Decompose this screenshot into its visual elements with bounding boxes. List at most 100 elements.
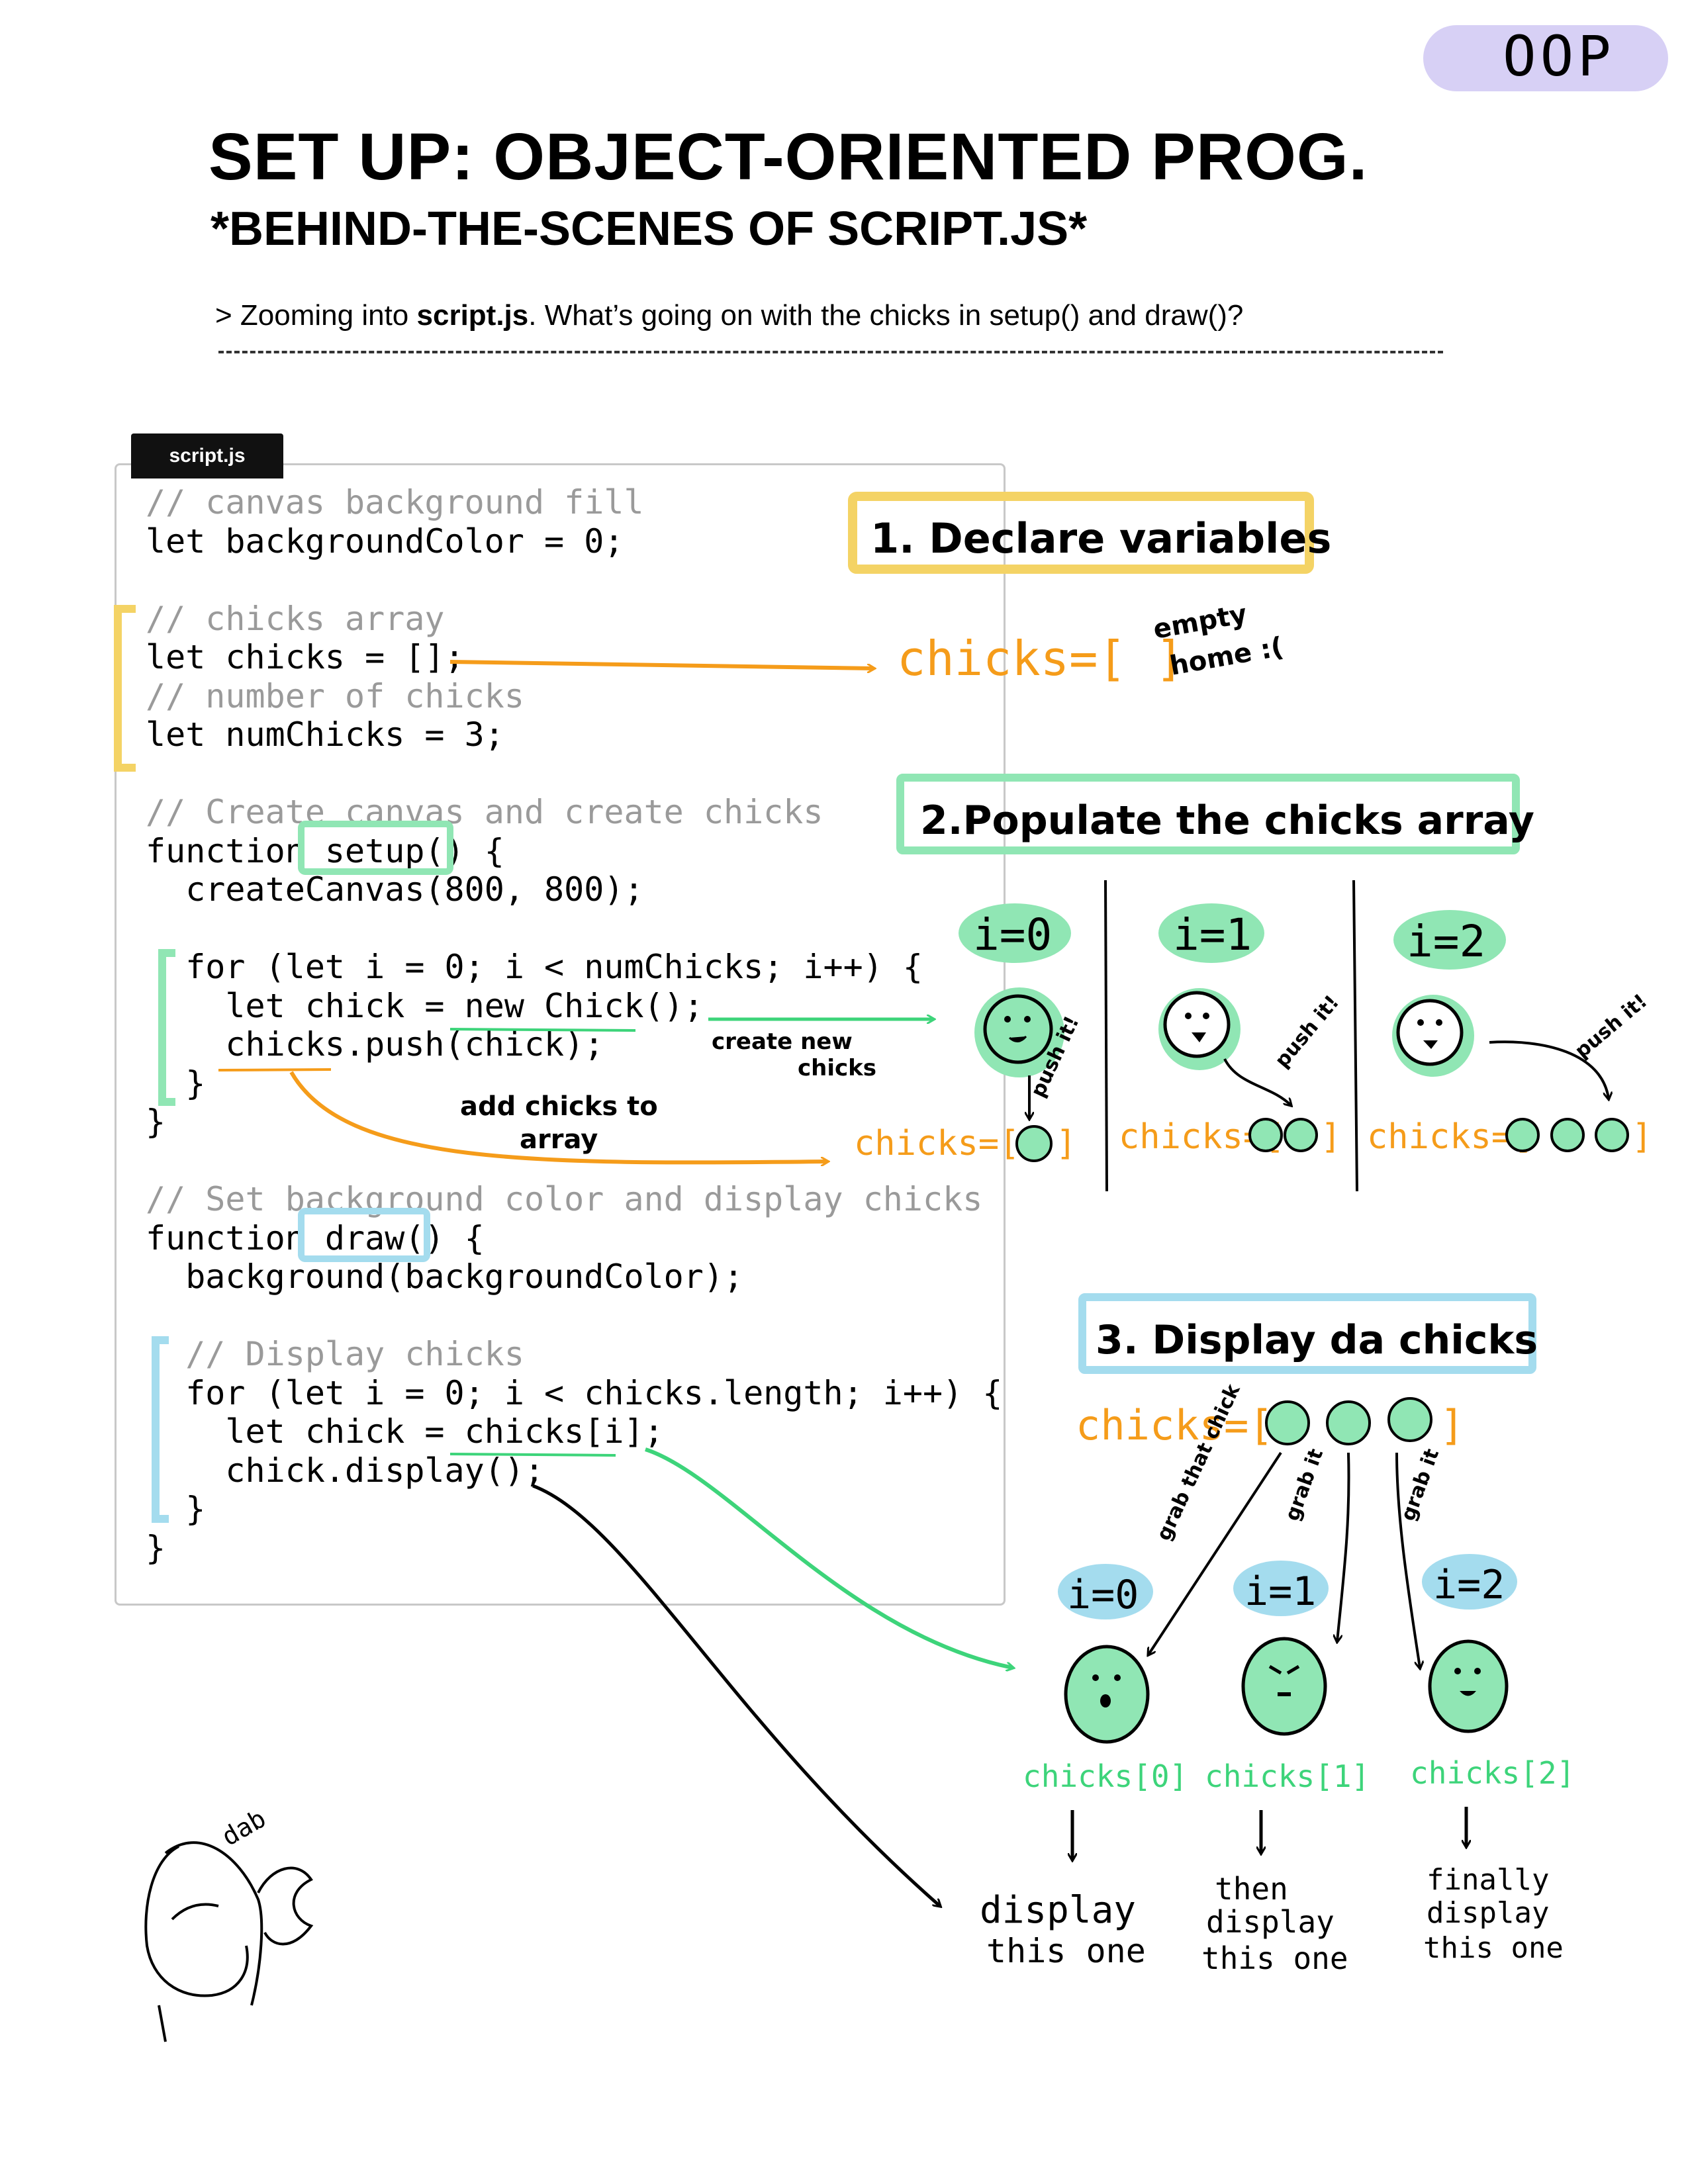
step2-chick-eye-r-2 (1436, 1019, 1442, 1026)
step2-chick-1 (1158, 988, 1241, 1070)
step2-array-label-2: chicks=[ (1367, 1117, 1532, 1157)
create-note-line2: chicks (798, 1055, 876, 1081)
push-note-1: push it! (1270, 991, 1344, 1072)
step2-chick-2 (1392, 995, 1474, 1077)
add-note-line2: array (520, 1124, 598, 1155)
code-line: createCanvas(800, 800); (146, 870, 644, 909)
badge-label: OOP (1503, 24, 1615, 89)
push-arrow-1 (1223, 1058, 1291, 1105)
code-line: let chick = chicks[i]; (146, 1412, 664, 1451)
arrow-chicks-i (645, 1447, 1013, 1668)
topic-badge: OOP (1423, 12, 1675, 98)
code-comment-line: // number of chicks (146, 676, 524, 715)
variables-bracket (114, 605, 136, 772)
step3-iter-bubble-2 (1422, 1554, 1517, 1610)
step2-array-chick-2b (1550, 1118, 1585, 1152)
step2-array-close-1: ] (1321, 1117, 1341, 1157)
dashed-divider (218, 351, 1443, 353)
page-title: SET UP: OBJECT-ORIENTED PROG. (209, 120, 1368, 194)
step2-divider-2 (1352, 880, 1358, 1192)
step3-element-label-0: chicks[0] (1023, 1758, 1188, 1794)
step3-array-chick-0 (1265, 1400, 1310, 1445)
step3-iter-label-2: i=2 (1433, 1562, 1505, 1608)
chicks-push-underline (218, 1068, 332, 1071)
file-tab: script.js (131, 433, 283, 478)
step3-box (1078, 1293, 1536, 1374)
step3-column-2: i=2 chicks[2] finally display this one (1410, 1554, 1575, 1965)
code-line: } (146, 1490, 206, 1528)
step2-chick-eye-r-0 (1024, 1016, 1031, 1023)
step3-element-label-2: chicks[2] (1410, 1755, 1575, 1791)
step3-chicks-label: chicks=[ (1076, 1401, 1274, 1449)
step3-heading: 3. Display da chicks (1096, 1317, 1538, 1363)
step2-iter-label-0: i=0 (973, 909, 1052, 960)
badge-highlight (1423, 25, 1668, 91)
push-arrow-2 (1489, 1040, 1609, 1099)
doodle-arm-2 (257, 1866, 314, 1946)
step3-iter-label-0: i=0 (1067, 1572, 1139, 1618)
step3-array-chick-2 (1387, 1397, 1432, 1442)
step3-column-0: i=0 chicks[0] display this one (980, 1564, 1188, 1970)
step3-chick-1 (1241, 1637, 1327, 1736)
step3-chick-eye-l-2 (1454, 1668, 1461, 1674)
step2-chick-eye-l-0 (1004, 1016, 1011, 1023)
grab-arrow-2 (1395, 1452, 1420, 1668)
step2-iter-0: i=0 (959, 903, 1071, 963)
intro-text: > Zooming into script.js. What’s going o… (215, 299, 1243, 332)
step3-chick-eye-r-2 (1474, 1668, 1481, 1674)
grab-note-1: grab it (1281, 1446, 1329, 1524)
intro-suffix: . What’s going on with the chicks in set… (528, 299, 1244, 332)
code-line: function setup() { (146, 831, 504, 870)
step2-array-chick-2a (1505, 1118, 1540, 1152)
setup-loop-bracket (158, 949, 175, 1106)
step2-chick-eye-l-2 (1417, 1019, 1424, 1026)
code-line: let chicks = []; (146, 638, 465, 676)
step3-chick-brows-1 (1268, 1664, 1300, 1675)
step1-box (848, 492, 1314, 574)
step3-array-close: ] (1440, 1401, 1464, 1449)
step2-chick-mouth-2 (1423, 1040, 1438, 1049)
step2-chick-face-2 (1396, 999, 1464, 1066)
step3-array-chick-1 (1326, 1400, 1371, 1445)
intro-file: script.js (416, 299, 529, 332)
display-note-0-line2: this one (986, 1932, 1146, 1970)
code-comment-line: // chicks array (146, 599, 445, 638)
code-line: let numChicks = 3; (146, 715, 504, 754)
step3-element-label-1: chicks[1] (1205, 1758, 1370, 1794)
doodle-arm-1 (164, 1841, 263, 2006)
step2-iter-bubble-2 (1393, 910, 1506, 970)
step3-column-1: i=1 chicks[1] then display this one (1201, 1561, 1370, 1976)
code-line: let backgroundColor = 0; (146, 522, 624, 561)
step2-array-close-2: ] (1632, 1117, 1652, 1157)
code-line: background(backgroundColor); (146, 1257, 744, 1296)
step1-chicks-label: chicks=[ ] (897, 631, 1184, 686)
step3-chick-eye-r-0 (1114, 1674, 1121, 1681)
step2-chick-face-1 (1163, 991, 1231, 1058)
step2-iter-label-1: i=1 (1173, 909, 1252, 960)
step2-iter-2: i=2 (1393, 910, 1506, 970)
grab-arrow-1 (1337, 1452, 1350, 1641)
push-note-2: push it! (1571, 989, 1652, 1063)
step2-chick-face-0 (983, 994, 1053, 1064)
doodle-face (171, 1903, 219, 1921)
code-line: chick.display(); (146, 1451, 545, 1490)
setup-highlight (298, 821, 453, 875)
step2-chick-eye-l-1 (1185, 1013, 1192, 1019)
doodle-note: dab (217, 1803, 271, 1851)
display-note-0-line1: display (980, 1889, 1136, 1932)
draw-loop-bracket (152, 1336, 169, 1523)
display-note-1-line3: this one (1201, 1940, 1348, 1976)
page-subtitle: *BEHIND-THE-SCENES OF SCRIPT.JS* (211, 203, 1088, 255)
step2-array-close-0: ] (1056, 1124, 1076, 1163)
new-chick-underline (449, 1028, 636, 1032)
code-line: } (146, 1528, 166, 1567)
doodle-body (158, 2005, 167, 2042)
step2-heading: 2.Populate the chicks array (920, 797, 1534, 844)
intro-prefix: > Zooming into (215, 299, 417, 332)
step3-iter-label-1: i=1 (1244, 1569, 1316, 1615)
display-note-1-line1: then (1215, 1871, 1288, 1907)
display-note-1-line2: display (1206, 1904, 1335, 1940)
step3-chick-2 (1428, 1639, 1509, 1733)
doodle-head (144, 1845, 249, 1997)
